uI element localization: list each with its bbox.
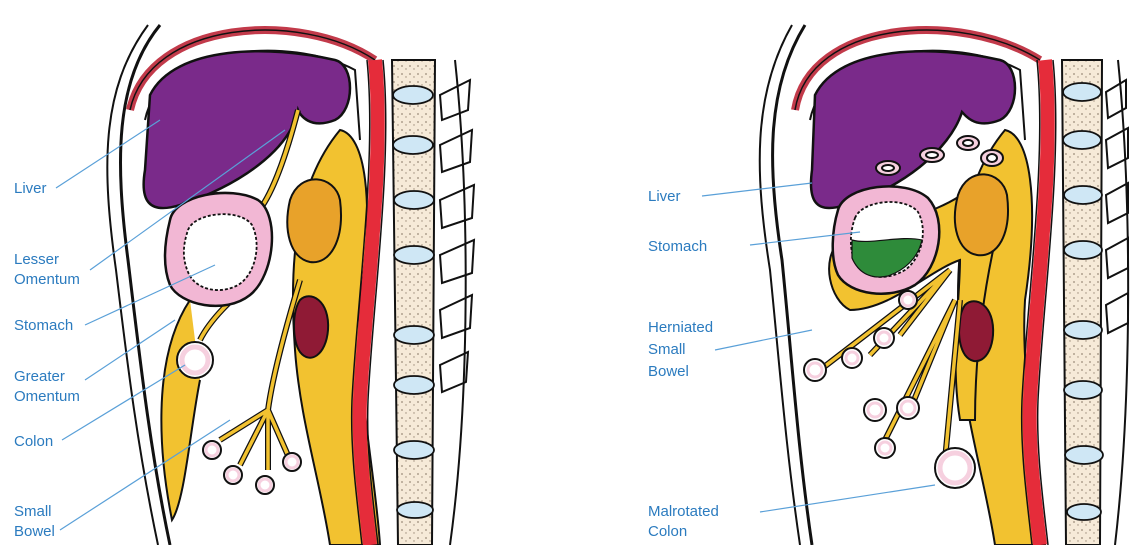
right-posterior-elements: [1106, 80, 1128, 333]
label-greater-omentum-line2: Omentum: [14, 387, 80, 406]
label-stomach-right: Stomach: [648, 237, 707, 256]
label-malrotated-line1: Malrotated: [648, 502, 719, 521]
label-liver-right: Liver: [648, 187, 681, 206]
left-kidney: [294, 296, 328, 357]
label-liver-left: Liver: [14, 179, 47, 198]
left-spine-body: [392, 60, 435, 545]
label-small-bowel-line1: Small: [14, 502, 52, 521]
right-panel: [702, 25, 1128, 545]
left-pancreas: [287, 179, 341, 262]
label-herniated-line3: Bowel: [648, 362, 689, 381]
left-greater-omentum: [161, 300, 200, 520]
left-panel: [56, 25, 474, 545]
label-greater-omentum-line1: Greater: [14, 367, 65, 386]
label-malrotated-line2: Colon: [648, 522, 687, 541]
label-herniated-line2: Small: [648, 340, 686, 359]
right-herniated-bowel: [804, 291, 919, 458]
right-kidney: [959, 301, 993, 361]
right-pancreas: [955, 174, 1008, 255]
left-posterior-elements: [440, 80, 474, 392]
label-small-bowel-line2: Bowel: [14, 522, 55, 541]
label-stomach-left: Stomach: [14, 316, 73, 335]
label-colon: Colon: [14, 432, 53, 451]
label-lesser-omentum-line1: Lesser: [14, 250, 59, 269]
right-abdominal-wall: [773, 25, 812, 545]
label-lesser-omentum-line2: Omentum: [14, 270, 80, 289]
label-herniated-line1: Herniated: [648, 318, 713, 337]
